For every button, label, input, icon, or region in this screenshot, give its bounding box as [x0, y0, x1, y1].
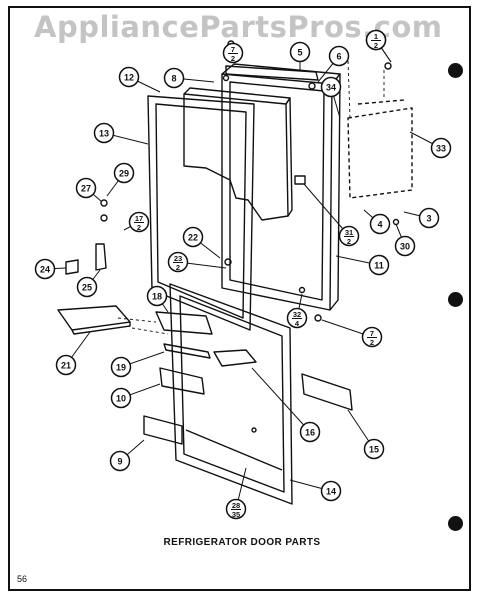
callout-number: 10: [116, 394, 126, 404]
callout-number: 13: [99, 129, 109, 139]
callout-number: 34: [326, 83, 336, 93]
callout-number: 14: [326, 487, 336, 497]
part-callout: 232: [167, 251, 189, 273]
callout-number: 4: [377, 220, 382, 230]
part-callout: 4: [369, 213, 391, 235]
part-callout: 24: [34, 258, 56, 280]
part-callout: 6: [328, 45, 350, 67]
callout-number: 18: [152, 292, 162, 302]
callout-number: 3: [426, 214, 431, 224]
part-callout: 30: [394, 235, 416, 257]
door-liner-upper: [183, 93, 289, 221]
callout-number: 22: [188, 233, 198, 243]
part-callout: 16: [299, 421, 321, 443]
callout-number: 2: [347, 237, 351, 246]
callout-number: 12: [124, 73, 134, 83]
callout-number: 2: [137, 223, 141, 232]
callout-number: 21: [61, 361, 71, 371]
callout-number: 28: [232, 501, 240, 510]
part-callout: 11: [368, 254, 390, 276]
door-gasket: [147, 95, 255, 331]
callout-number: 2: [231, 54, 235, 63]
hinge-assembly: [347, 107, 413, 199]
binder-hole-middle: [448, 292, 463, 307]
part-callout: 172: [128, 211, 150, 233]
part-callout: 12: [118, 66, 140, 88]
part-callout: 13: [93, 122, 115, 144]
part-callout: 12: [365, 29, 387, 51]
part-callout: 10: [110, 387, 132, 409]
callout-leader: [303, 183, 350, 237]
part-callout: 324: [286, 307, 308, 329]
callout-number: 32: [293, 310, 301, 319]
callout-number: 17: [135, 214, 143, 223]
callout-number: 27: [81, 184, 91, 194]
callout-number: 19: [116, 363, 126, 373]
callout-number: 29: [119, 169, 129, 179]
part-callout: 15: [363, 438, 385, 460]
callout-number: 6: [336, 52, 341, 62]
callout-number: 7: [370, 329, 374, 338]
door-back-panel: [221, 73, 333, 311]
part-callout: 9: [109, 450, 131, 472]
callout-number: 8: [171, 74, 176, 84]
part-callout: 14: [320, 480, 342, 502]
callout-number: 31: [345, 228, 353, 237]
callout-number: 4: [295, 319, 300, 328]
diagram-border: [8, 6, 471, 591]
part-callout: 312: [338, 225, 360, 247]
part-callout: 33: [430, 137, 452, 159]
part-callout: 22: [182, 226, 204, 248]
binder-hole-bottom: [448, 516, 463, 531]
callout-number: 24: [40, 265, 50, 275]
part-callout: 29: [113, 162, 135, 184]
part-callout: 8: [163, 67, 185, 89]
callout-number: 23: [174, 254, 182, 263]
callout-number: 16: [305, 428, 315, 438]
part-callout: 72: [361, 326, 383, 348]
callout-number: 2: [370, 338, 374, 347]
callout-number: 25: [82, 283, 92, 293]
callout-number: 2: [374, 41, 378, 50]
door-liner-lower: [169, 283, 293, 505]
part-callout: 19: [110, 356, 132, 378]
callout-number: 11: [374, 261, 384, 271]
callout-number: 9: [117, 457, 122, 467]
callout-number: 35: [232, 510, 240, 519]
part-callout: 25: [76, 276, 98, 298]
callout-number: 7: [231, 45, 235, 54]
part-callout: 21: [55, 354, 77, 376]
callout-number: 2: [176, 263, 180, 272]
part-callout: 72: [222, 42, 244, 64]
diagram-caption: REFRIGERATOR DOOR PARTS: [163, 537, 321, 548]
callout-number: 30: [400, 242, 410, 252]
part-callout: 18: [146, 285, 168, 307]
part-callout: 27: [75, 177, 97, 199]
binder-hole-top: [448, 63, 463, 78]
part-callout: 5: [289, 41, 311, 63]
callout-number: 1: [374, 32, 378, 41]
callout-number: 15: [369, 445, 379, 455]
part-callout: 34: [320, 76, 342, 98]
page-number: 56: [17, 574, 28, 584]
part-callout: 3: [418, 207, 440, 229]
callout-leader: [251, 367, 311, 433]
callout-number: 33: [436, 144, 446, 154]
callout-number: 5: [297, 48, 302, 58]
